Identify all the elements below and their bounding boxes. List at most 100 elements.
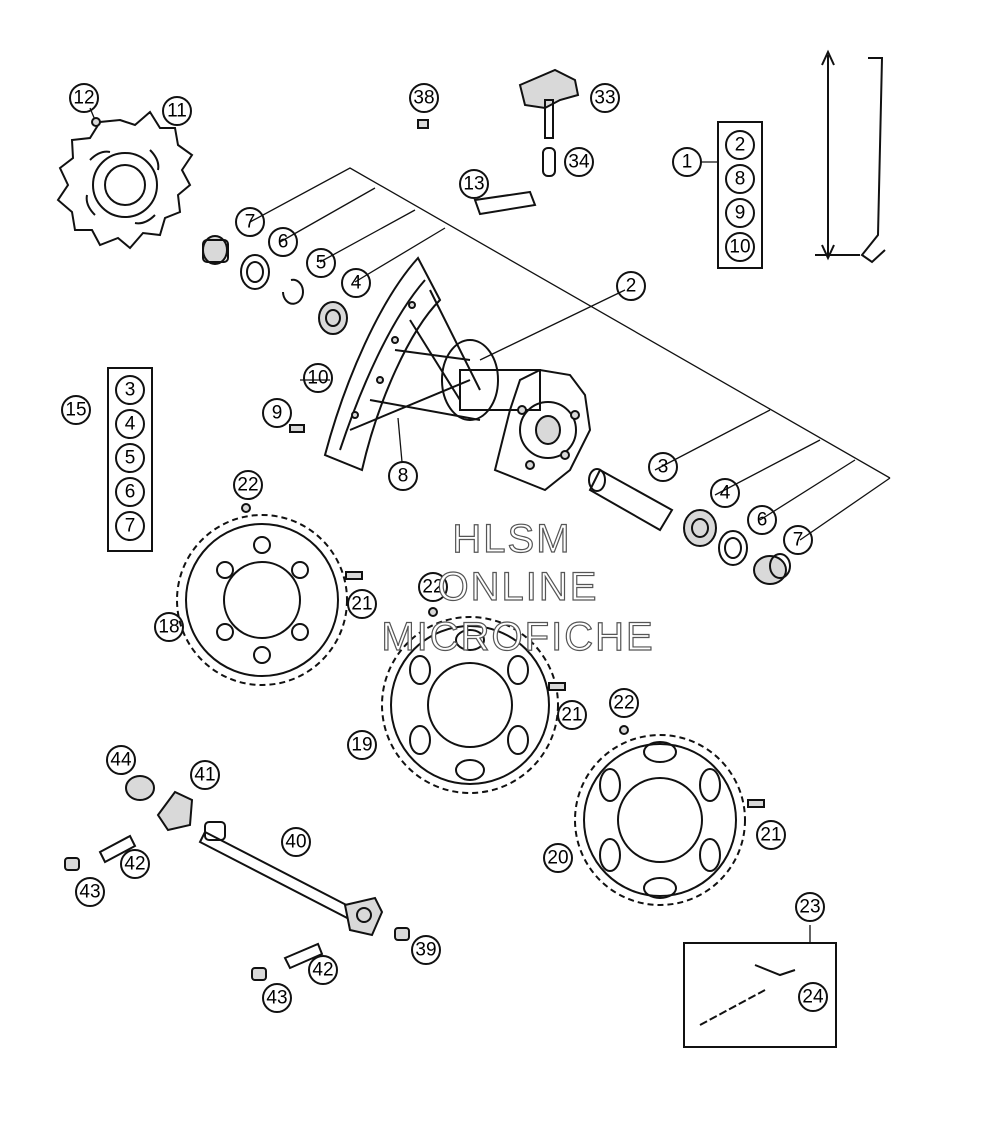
sprocket-large-part: [574, 725, 765, 906]
watermark-line-1: HLSM: [452, 517, 571, 561]
spoke-part: [815, 49, 886, 264]
callout-42-a: 42: [120, 849, 150, 879]
callout-7: 7: [235, 207, 265, 237]
chain-part: [683, 942, 837, 1048]
callout-box-2: 2: [725, 130, 755, 160]
callout-15: 15: [61, 395, 91, 425]
callout-44: 44: [106, 745, 136, 775]
svg-text:23: 23: [799, 897, 820, 918]
svg-text:4: 4: [720, 483, 731, 504]
callout-1: 1: [672, 147, 702, 177]
callout-20: 20: [543, 843, 573, 873]
callout-42-b: 42: [308, 955, 338, 985]
svg-text:10: 10: [729, 237, 750, 258]
svg-text:4: 4: [351, 273, 362, 294]
spoke-nipple-part: [289, 424, 305, 433]
svg-text:3: 3: [125, 380, 136, 401]
svg-text:22: 22: [422, 577, 443, 598]
svg-text:38: 38: [413, 88, 434, 109]
svg-text:5: 5: [316, 253, 327, 274]
svg-text:7: 7: [245, 212, 256, 233]
svg-text:11: 11: [167, 101, 187, 122]
callout-4: 4: [341, 268, 371, 298]
svg-text:8: 8: [735, 169, 746, 190]
callout-6-right: 6: [747, 505, 777, 535]
svg-text:18: 18: [158, 617, 179, 638]
svg-text:21: 21: [760, 825, 781, 846]
callout-33: 33: [590, 83, 620, 113]
callout-39: 39: [411, 935, 441, 965]
callout-2: 2: [616, 271, 646, 301]
svg-text:21: 21: [561, 705, 582, 726]
wheel-rim-hub: [323, 256, 592, 492]
callout-box-10: 10: [725, 232, 755, 262]
svg-text:2: 2: [735, 135, 746, 156]
group-bracket-1: [717, 121, 763, 269]
callout-7-right: 7: [783, 525, 813, 555]
svg-text:13: 13: [463, 174, 484, 195]
callout-21-b: 21: [557, 700, 587, 730]
svg-text:33: 33: [594, 88, 615, 109]
callout-38: 38: [409, 83, 439, 113]
callout-12: 12: [69, 83, 99, 113]
callout-11: 11: [162, 96, 192, 126]
callout-18: 18: [154, 612, 184, 642]
rim-tape-part: [473, 190, 537, 216]
callout-4-right: 4: [710, 478, 740, 508]
svg-text:20: 20: [547, 848, 568, 869]
svg-text:42: 42: [124, 854, 145, 875]
svg-text:15: 15: [65, 400, 86, 421]
sprocket-medium-part: [381, 607, 566, 794]
callout-box-7: 7: [115, 511, 145, 541]
svg-text:2: 2: [626, 276, 637, 297]
callout-22-a: 22: [233, 470, 263, 500]
callout-23: 23: [795, 892, 825, 922]
callout-box-6: 6: [115, 477, 145, 507]
svg-text:9: 9: [272, 403, 283, 424]
svg-text:19: 19: [351, 735, 372, 756]
chain-guide-part: [417, 68, 580, 177]
callout-40: 40: [281, 827, 311, 857]
svg-text:6: 6: [757, 510, 768, 531]
sprocket-small-part: [176, 503, 363, 686]
callout-box-5: 5: [115, 443, 145, 473]
svg-text:7: 7: [793, 530, 804, 551]
brake-disc-part: [56, 110, 194, 250]
callout-22-b: 22: [418, 572, 448, 602]
svg-text:43: 43: [266, 988, 287, 1009]
svg-text:4: 4: [125, 414, 136, 435]
svg-text:7: 7: [125, 516, 136, 537]
svg-text:3: 3: [658, 457, 669, 478]
svg-text:12: 12: [73, 88, 94, 109]
callout-43-b: 43: [262, 983, 292, 1013]
callout-3-right: 3: [648, 452, 678, 482]
svg-text:1: 1: [682, 152, 693, 173]
callout-box-9: 9: [725, 198, 755, 228]
callout-41: 41: [190, 760, 220, 790]
callout-13: 13: [459, 169, 489, 199]
group-bracket-15: [107, 367, 153, 552]
callout-6: 6: [268, 227, 298, 257]
callout-box-8: 8: [725, 164, 755, 194]
callout-box-3: 3: [115, 375, 145, 405]
svg-text:39: 39: [415, 940, 436, 961]
watermark: HLSM ONLINE MICROFICHE: [381, 516, 654, 659]
svg-text:22: 22: [237, 475, 258, 496]
svg-text:34: 34: [568, 152, 590, 173]
svg-text:24: 24: [802, 987, 824, 1008]
axle-assembly-part: [64, 775, 410, 981]
svg-text:22: 22: [613, 693, 634, 714]
svg-text:6: 6: [125, 482, 136, 503]
callout-21-c: 21: [756, 820, 786, 850]
callout-10: 10: [303, 363, 333, 393]
callout-5: 5: [306, 248, 336, 278]
svg-text:5: 5: [125, 448, 136, 469]
svg-text:9: 9: [735, 203, 746, 224]
left-bearing-stack: [202, 235, 348, 335]
svg-text:40: 40: [285, 832, 306, 853]
callout-21-a: 21: [347, 589, 377, 619]
callout-43-a: 43: [75, 877, 105, 907]
callout-box-4: 4: [115, 409, 145, 439]
callout-8: 8: [388, 461, 418, 491]
